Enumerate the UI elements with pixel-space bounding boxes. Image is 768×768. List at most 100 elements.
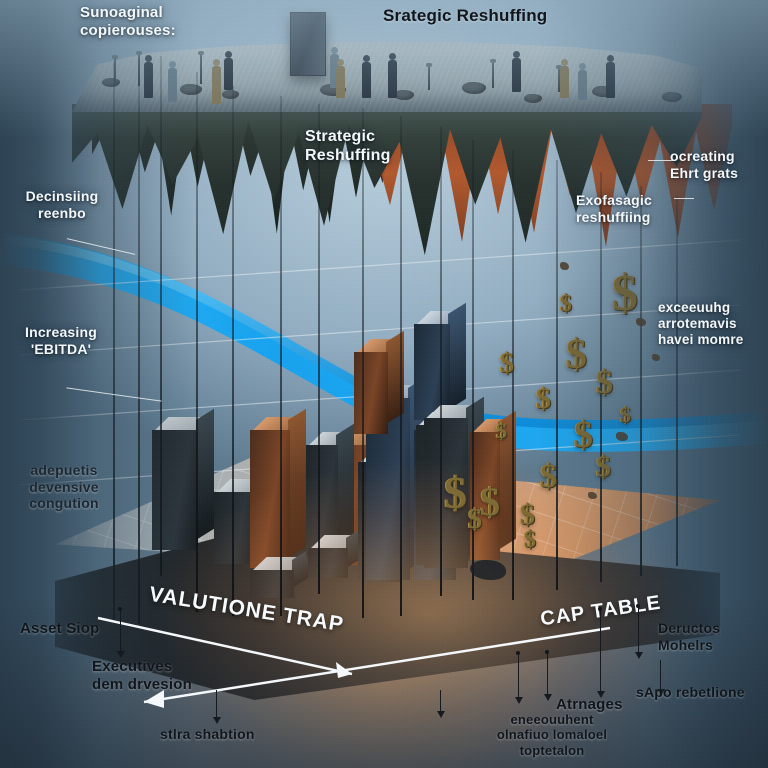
callout-dot (516, 651, 520, 655)
label-eneeouuhent-line3: toptetalon (519, 742, 585, 758)
label-center-plateau: Strategic Reshuffing (305, 128, 391, 166)
drop-rod (676, 196, 678, 566)
chart-bar (250, 408, 307, 568)
dollar-sign: $ (500, 348, 514, 379)
chart-bar (152, 408, 215, 550)
rock (462, 82, 486, 94)
label-left-lower-line2: devensive (29, 478, 99, 495)
label-eneeouuhent-line2: olnafiuo lomaloel (496, 727, 608, 743)
rock (222, 90, 239, 99)
label-center-plateau-line1: Strategic (305, 128, 376, 145)
label-top-left-line2: copierouses: (80, 21, 176, 39)
label-deructos-line1: Deructos (658, 620, 721, 636)
label-atrnages: Atrnages (556, 696, 623, 714)
dollar-sign: $ (480, 479, 500, 524)
label-right-lower-line2: arrotemavis (658, 315, 737, 331)
dollar-sign: $ (560, 291, 572, 317)
drop-rod (556, 160, 558, 590)
drop-rod (280, 96, 282, 616)
dollar-sign: $ (540, 458, 557, 495)
business-figure (388, 53, 397, 98)
dollar-sign: $ (612, 265, 638, 322)
label-right-upper-line2: Ehrt grats (670, 164, 739, 181)
doorway (290, 12, 326, 76)
callout-arrow (635, 607, 643, 659)
business-figure (578, 63, 587, 100)
business-figure (512, 51, 521, 92)
rock (102, 78, 120, 87)
marker-pole (426, 63, 432, 90)
rock (180, 84, 202, 95)
rock-debris (616, 432, 628, 441)
label-right-mid: Exofasagic reshuffiing (576, 192, 652, 225)
label-asset-siop: Asset Siop (20, 620, 100, 638)
label-right-lower-line1: exceeuuhg (658, 300, 731, 315)
business-figure (336, 59, 345, 98)
label-atrnages-text: Atrnages (556, 696, 623, 713)
business-figure (144, 55, 153, 98)
callout-arrow (544, 653, 552, 701)
label-sapo-rebetlione-text: sApo rebetlione (636, 684, 745, 700)
label-eneeouuhent: eneeouuhent olnafiuo lomaloel toptetalon (482, 712, 622, 758)
dollar-sign: $ (520, 498, 535, 531)
marker-pole (490, 59, 496, 88)
chart-bar (354, 330, 405, 434)
rock (662, 92, 682, 102)
dollar-sign: $ (444, 467, 467, 518)
drop-rod (440, 126, 442, 596)
label-asset-siop-text: Asset Siop (20, 620, 100, 637)
label-top-left: Sunoaginal copierouses: (80, 4, 176, 39)
label-executives-line2: dem drvesion (92, 675, 192, 693)
drop-rod (232, 86, 234, 616)
dollar-sign: $ (574, 414, 593, 456)
dollar-sign: $ (596, 450, 611, 483)
drop-rod (318, 104, 320, 594)
label-center-plateau-line2: Reshuffing (305, 146, 391, 164)
dollar-sign: $ (468, 504, 482, 535)
dollar-sign: $ (596, 364, 613, 401)
callout-dot (636, 604, 640, 608)
chart-bar (308, 526, 365, 578)
label-top-right: Srategic Reshuffing (383, 6, 547, 26)
rock-debris (636, 318, 646, 326)
label-top-left-line1: Sunoaginal (80, 4, 163, 21)
dollar-sign: $ (566, 332, 587, 378)
label-left-mid-line2: 'EBITDA' (30, 340, 92, 357)
dollar-sign: $ (524, 527, 536, 553)
drop-rod (113, 62, 115, 622)
label-deructos-line2: Mohelrs (658, 636, 714, 653)
business-figure (560, 59, 569, 98)
label-left-lower: adepuetis devensive congution (14, 462, 114, 512)
callout-dot (598, 607, 602, 611)
label-left-lower-line3: congution (29, 495, 99, 512)
rock (524, 94, 542, 103)
label-left-upper-line2: reenbo (38, 204, 86, 221)
label-left-mid-line1: Increasing (24, 324, 98, 340)
drop-rod (196, 72, 198, 612)
drop-rod (138, 58, 140, 624)
marker-pole (198, 51, 204, 84)
label-right-mid-line2: reshuffiing (576, 208, 651, 225)
label-stlra-shabtion-text: stlra shabtion (160, 726, 255, 742)
dollar-sign: $ (620, 402, 631, 427)
label-left-upper-line1: Decinsiing (25, 188, 99, 204)
slab-arrow-right (143, 626, 611, 708)
business-figure (168, 61, 177, 102)
callout-arrow (515, 654, 523, 704)
label-executives: Executives dem drvesion (92, 658, 192, 693)
label-top-right-line1: Srategic Reshuffing (383, 6, 548, 25)
callout-arrow (597, 610, 605, 698)
business-figure (606, 55, 615, 98)
label-right-lower-line3: havei momre (658, 331, 744, 347)
label-left-lower-line1: adepuetis (30, 462, 98, 478)
business-figure (362, 55, 371, 98)
label-executives-line1: Executives (92, 658, 173, 675)
callout-arrow (657, 660, 665, 696)
callout-dot (545, 650, 549, 654)
dollar-sign: $ (536, 382, 551, 415)
callout-arrow (437, 690, 445, 718)
drop-rod (160, 56, 162, 576)
callout-dot (118, 607, 122, 611)
rock (394, 90, 414, 100)
